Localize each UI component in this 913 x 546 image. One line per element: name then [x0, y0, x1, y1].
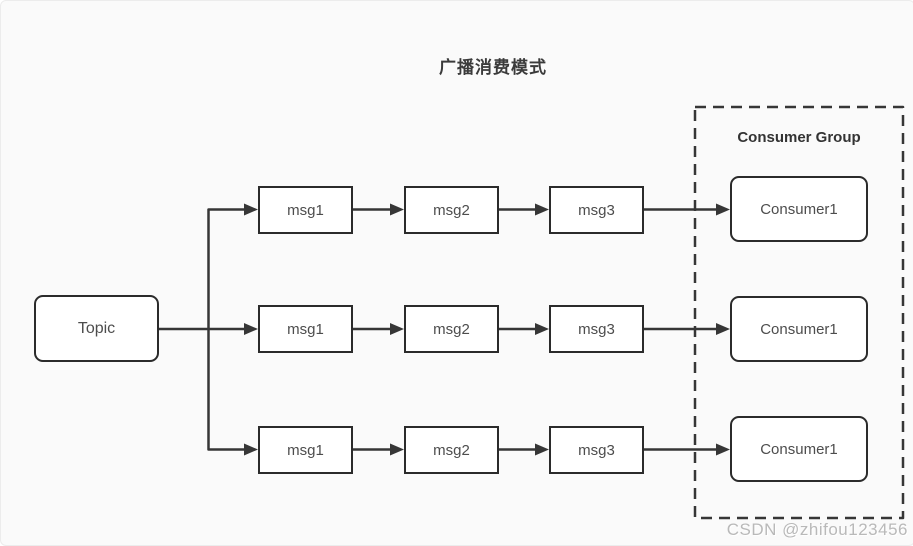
- arrowhead: [716, 203, 730, 216]
- connector-branch-row3: [207, 329, 244, 451]
- arrowhead: [390, 443, 404, 456]
- msg-node: msg1: [258, 305, 353, 353]
- msg-node: msg3: [549, 426, 644, 474]
- msg-node: msg2: [404, 305, 499, 353]
- connector-branch-row1: [207, 208, 244, 329]
- consumer-node: Consumer1: [730, 296, 868, 362]
- consumer-group-border: [693, 105, 905, 520]
- msg-node: msg1: [258, 186, 353, 234]
- msg-node: msg3: [549, 305, 644, 353]
- arrowhead: [390, 203, 404, 216]
- arrowhead: [535, 323, 549, 335]
- csdn-watermark: CSDN @zhifou123456: [726, 520, 908, 539]
- arrowhead: [535, 443, 549, 456]
- arrowhead: [244, 323, 258, 335]
- arrowhead: [716, 443, 730, 456]
- consumer-node: Consumer1: [730, 416, 868, 482]
- arrowhead: [244, 203, 258, 216]
- consumer-node: Consumer1: [730, 176, 868, 242]
- msg-node: msg1: [258, 426, 353, 474]
- arrowhead: [244, 443, 258, 456]
- topic-node: Topic: [34, 295, 159, 362]
- msg-node: msg2: [404, 426, 499, 474]
- msg-node: msg3: [549, 186, 644, 234]
- arrowhead: [390, 323, 404, 335]
- msg-node: msg2: [404, 186, 499, 234]
- arrowhead: [716, 323, 730, 335]
- arrowhead: [535, 203, 549, 216]
- consumer-group-label: Consumer Group: [737, 129, 861, 146]
- diagram-title: 广播消费模式: [439, 58, 547, 77]
